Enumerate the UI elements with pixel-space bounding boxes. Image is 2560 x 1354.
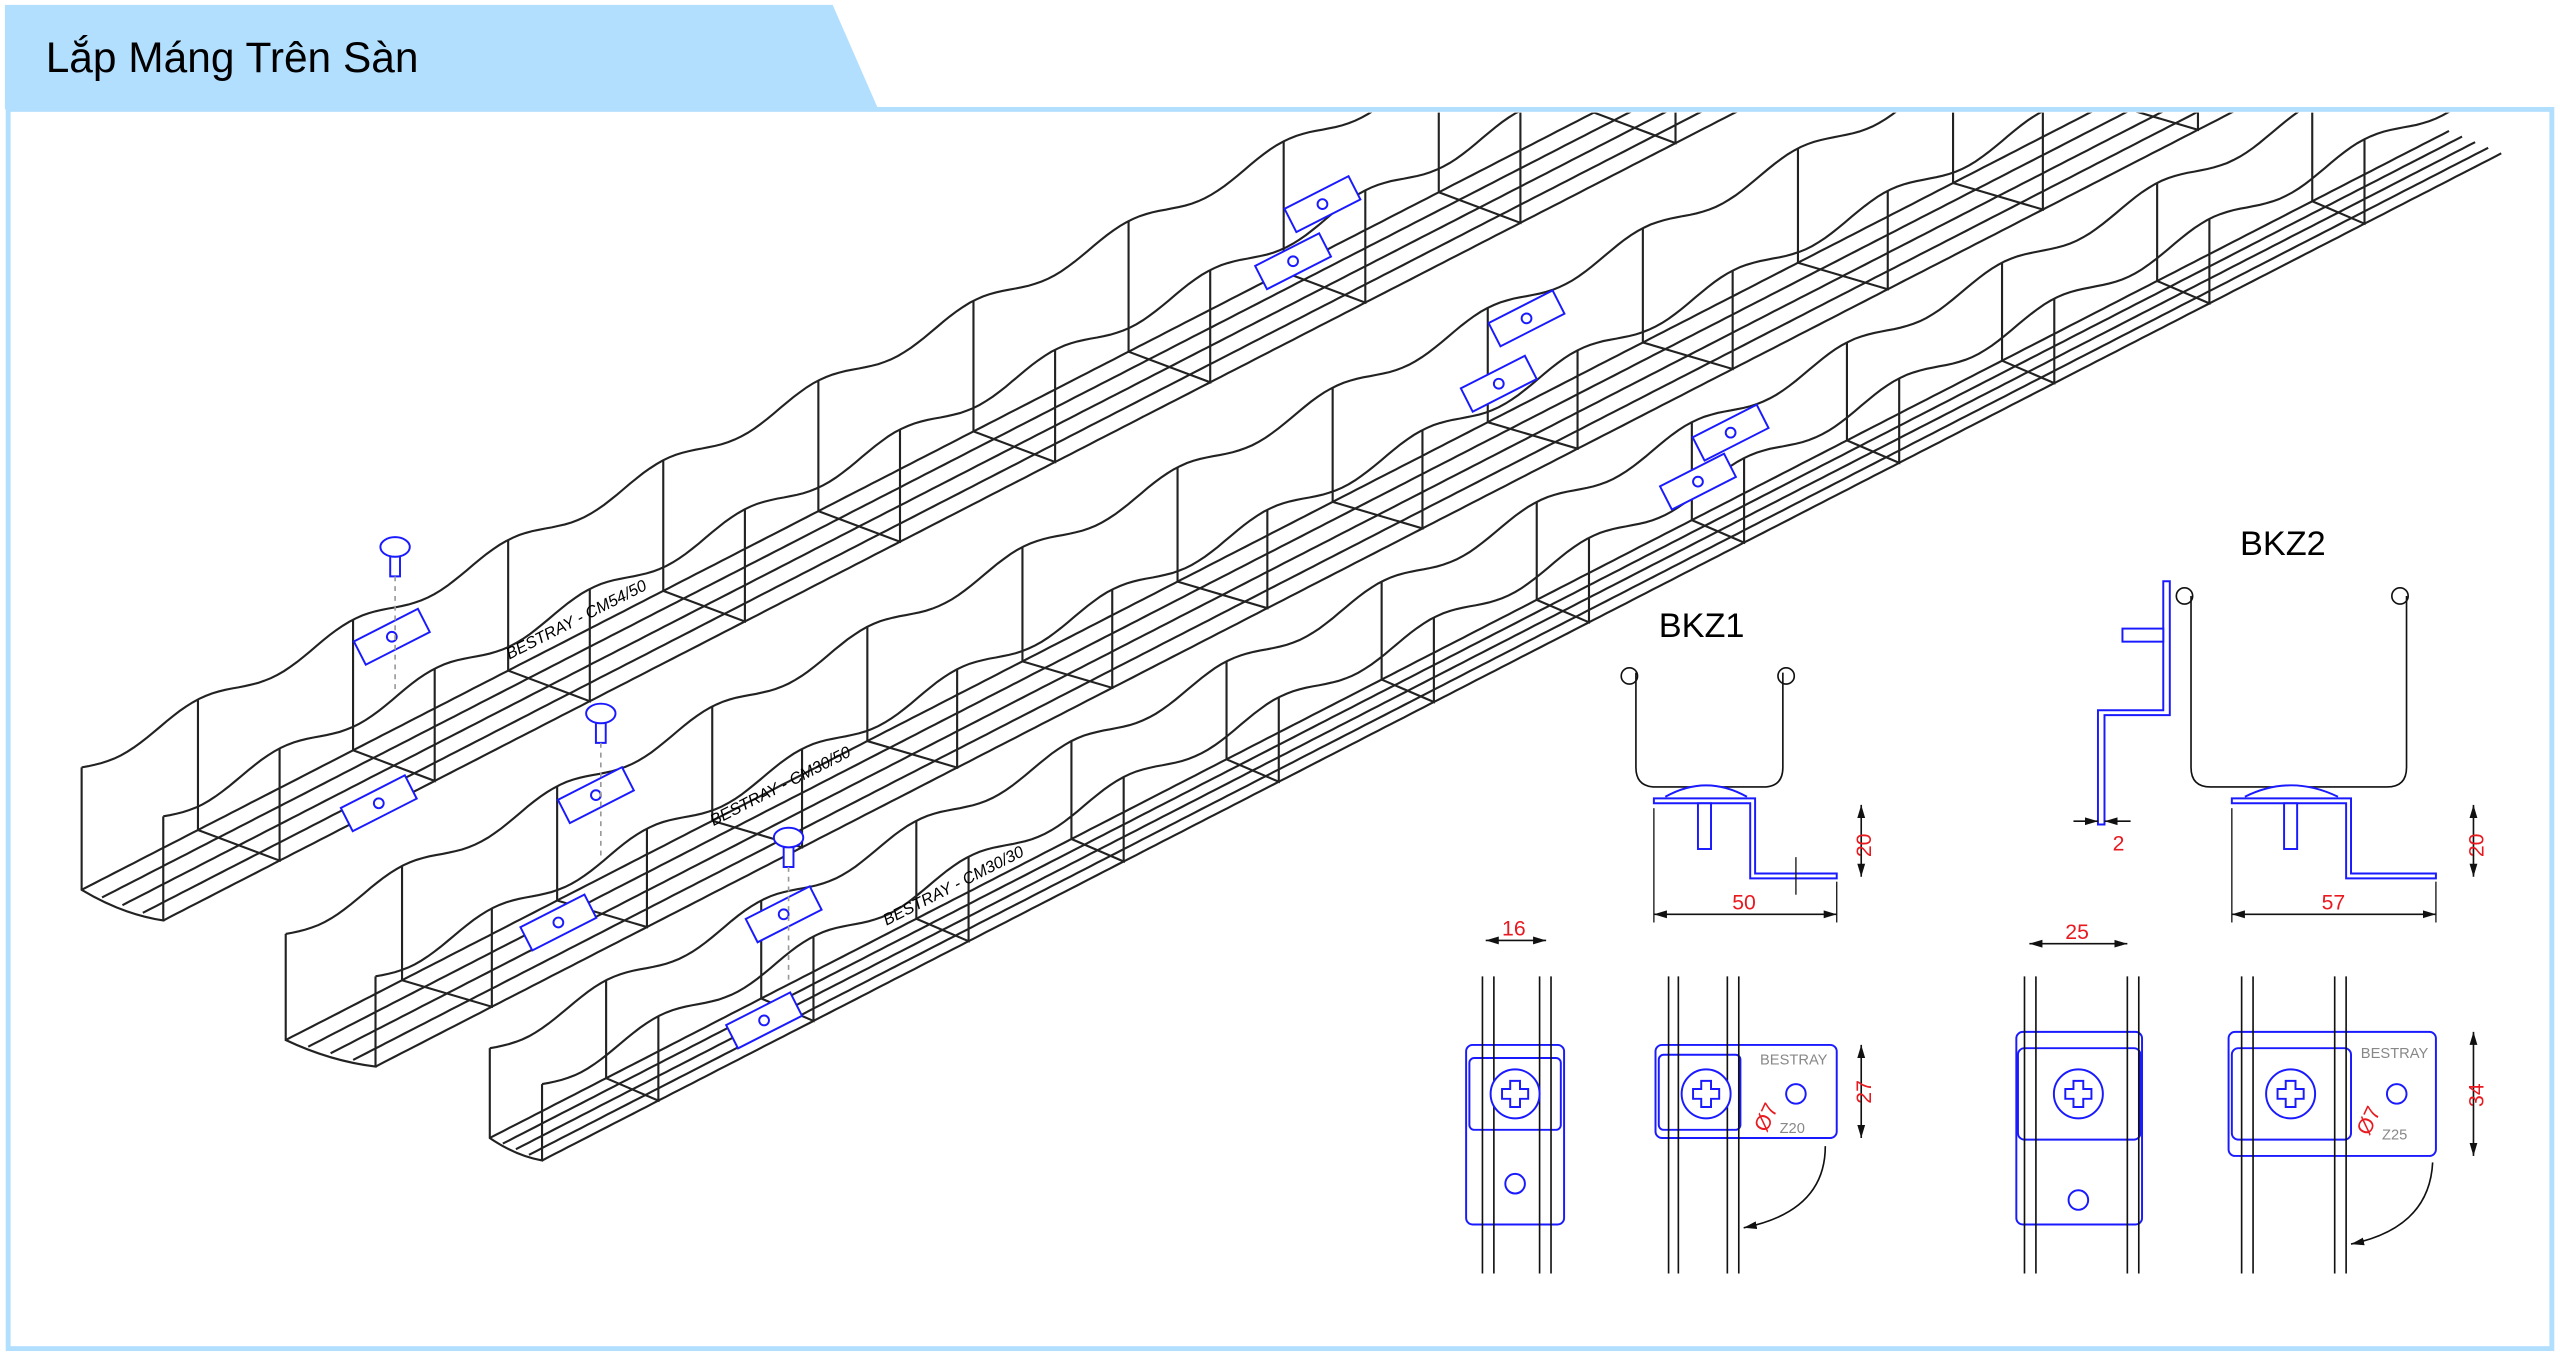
bracket-hole	[1316, 198, 1329, 210]
bkz2-dim-width: 25	[2065, 921, 2089, 944]
bkz1-dim-width: 16	[1502, 918, 1526, 941]
tray-cross-wire	[1022, 589, 1114, 690]
bkz2-dim-thickness: 2	[2113, 833, 2125, 856]
screw-head-icon	[585, 702, 617, 725]
tray-cross-wire	[2001, 298, 2056, 385]
tray-bottom-wire	[515, 141, 2476, 1151]
bracket-hole	[1287, 255, 1299, 268]
cable-trays	[80, 112, 2502, 1162]
tray-cross-wire	[817, 429, 902, 544]
tray-rim-wire	[285, 112, 1897, 935]
bracket-hole	[372, 797, 385, 810]
tray-bottom-wire	[285, 112, 2093, 1041]
tray-bottom-wire	[489, 130, 2450, 1139]
tray-cross-wire	[197, 748, 281, 863]
tray-label-cm30-50: BESTRAY - CM30/50	[707, 743, 854, 830]
bkz1-title: BKZ1	[1659, 607, 1745, 645]
bkz2-title: BKZ2	[2240, 525, 2326, 563]
tray-rim-wire	[163, 112, 1519, 818]
header-banner	[4, 4, 879, 110]
tray-cross-wire	[915, 856, 970, 943]
bracket-hole	[1692, 475, 1704, 488]
bkz1-plan-view-b: BESTRAY Ø7 Z20 27	[1654, 976, 1876, 1274]
tray-bottom-wire	[502, 135, 2463, 1145]
tray-cross-wire	[1797, 190, 1889, 291]
tray-bottom-wire	[352, 112, 2199, 1061]
tray-cross-wire	[1642, 270, 1734, 371]
tray-cross-wire	[605, 1016, 660, 1103]
tray-cross-wire	[1952, 112, 2044, 211]
tray-cross-wire	[973, 349, 1057, 464]
tray-cross-wire	[1691, 458, 1746, 545]
bkz1-plan-view-a: 16	[1465, 918, 1566, 1274]
tray-rim-wire	[541, 112, 2450, 1086]
tray-end-profile	[284, 933, 377, 1068]
tray-cross-wire	[1536, 537, 1591, 624]
tray-bottom-wire	[375, 112, 2234, 1068]
tray-bottom-wire	[121, 112, 1667, 907]
tray-cross-wire	[2136, 112, 2200, 132]
bracket-hole	[1724, 426, 1737, 439]
tray-cross-wire	[1283, 190, 1367, 305]
bkz1-dim-height: 20	[1853, 834, 1876, 858]
tray-label-cm54-50: BESTRAY - CM54/50	[503, 577, 650, 664]
bracket-hole	[777, 908, 790, 921]
tray-cross-wire	[2156, 218, 2211, 306]
bracket-hole	[1492, 377, 1505, 390]
tray-cross-wire	[352, 668, 436, 783]
content-frame	[5, 106, 2555, 1352]
bkz1-side-view: BKZ1 20 50	[1620, 607, 1876, 923]
tray-bottom-wire	[101, 112, 1632, 899]
tray-cross-wire	[1177, 509, 1269, 610]
bracket-hole	[1520, 312, 1533, 325]
tray-cross-wire	[1332, 430, 1424, 530]
tray-rim-wire	[81, 112, 1373, 769]
tray-cross-wire	[1226, 697, 1280, 784]
tray-cross-wire	[1487, 350, 1579, 451]
bracket-hole	[552, 916, 565, 929]
tray-cross-wire	[1071, 776, 1125, 864]
tray-end-profile	[80, 767, 165, 922]
page-title: Lắp Máng Trên Sàn	[46, 34, 419, 81]
screw-head-icon	[379, 536, 411, 558]
tray-cross-wire	[401, 908, 493, 1009]
screw-shank	[389, 556, 401, 578]
bkz2-dim-height: 20	[2465, 834, 2488, 858]
tray-cross-wire	[1846, 378, 1901, 465]
bracket-hole	[590, 789, 602, 802]
bkz2-dim-plate-height: 34	[2465, 1083, 2488, 1107]
bkz2-dim-length: 57	[2322, 891, 2346, 914]
tray-bottom-wire	[307, 112, 2128, 1048]
screw-head-icon	[772, 826, 805, 849]
tray-cross-wire	[507, 588, 591, 703]
tray-cross-wire	[1381, 617, 1435, 704]
bkz1-plate-text: BESTRAY	[1760, 1053, 1828, 1069]
tray-bottom-wire	[541, 152, 2502, 1162]
bkz1-dim-length: 50	[1732, 891, 1756, 914]
bkz1-dim-plate-height: 27	[1853, 1080, 1876, 1104]
screw-shank	[782, 847, 795, 868]
tray-rim-wire	[375, 112, 2043, 978]
tray-bottom-wire	[528, 146, 2489, 1156]
bkz2-plan-view-b: BESTRAY Ø7 Z25 34	[2227, 976, 2488, 1274]
tray-end-profile	[488, 1048, 544, 1162]
bkz2-code: Z25	[2382, 1128, 2407, 1144]
tray-cross-wire	[1593, 112, 1677, 145]
bracket-hole	[758, 1014, 770, 1027]
tray-bottom-wire	[81, 112, 1596, 891]
screw-shank	[594, 723, 607, 744]
tray-cross-wire	[1128, 270, 1212, 384]
bkz2-side-view: BKZ2 2 20 57	[2073, 525, 2488, 923]
tray-cross-wire	[1438, 112, 1522, 225]
tray-cross-wire	[867, 669, 959, 770]
tray-rim-wire	[489, 112, 2299, 1050]
tray-cross-wire	[2311, 139, 2366, 226]
tray-cross-wire	[711, 748, 804, 849]
bkz1-code: Z20	[1780, 1121, 1805, 1137]
bkz2-plate-text: BESTRAY	[2361, 1046, 2429, 1062]
tray-cross-wire	[662, 509, 746, 624]
bkz2-plan-view-a: 25	[2015, 921, 2144, 1274]
